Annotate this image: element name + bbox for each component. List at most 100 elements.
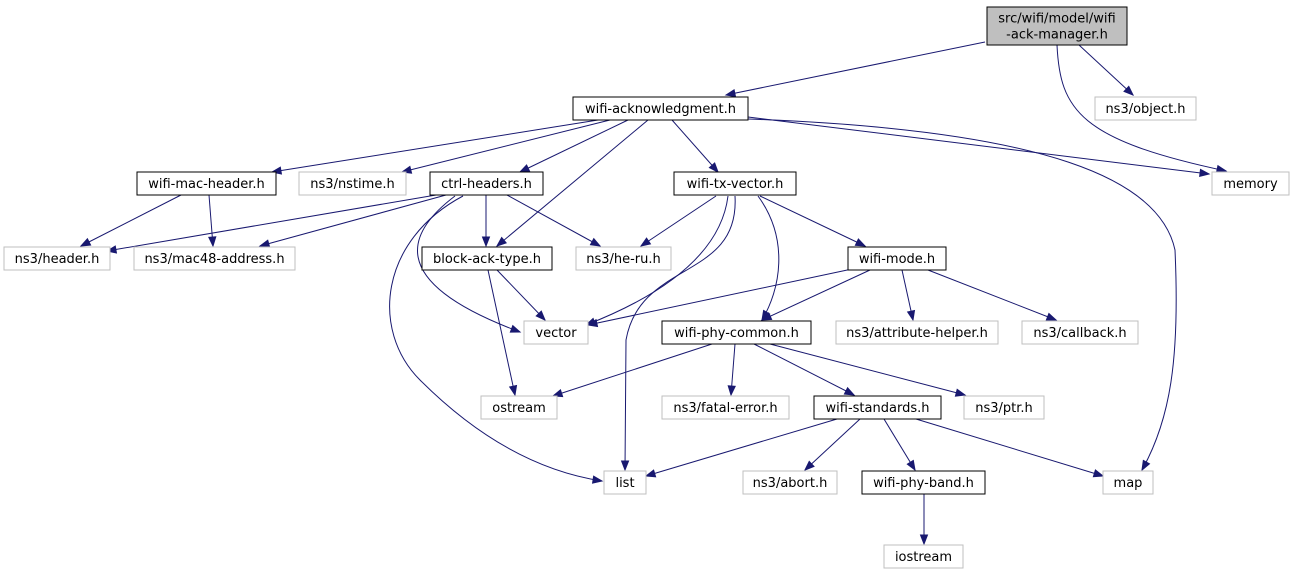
edge-line: [739, 115, 1210, 175]
edge-line: [624, 195, 736, 471]
edge-line: [389, 195, 603, 482]
edge-line: [401, 119, 611, 173]
edge-line: [417, 195, 521, 333]
edge-wifi-standards-to-list: [644, 418, 838, 478]
edge-arrowhead: [854, 238, 867, 247]
node-wifi-mode[interactable]: wifi-mode.h: [847, 246, 947, 271]
edge-arrowhead: [509, 324, 522, 333]
edge-arrowhead: [79, 237, 92, 247]
node-box: [661, 395, 790, 420]
edge-arrowhead: [727, 385, 736, 397]
node-label: ns3/callback.h: [1033, 326, 1126, 341]
edge-arrowhead: [1045, 312, 1058, 321]
edge-root-to-wifi-ack: [724, 41, 986, 98]
node-wifi-phy-common[interactable]: wifi-phy-common.h: [661, 320, 812, 345]
edge-wifi-ack-to-ctrl-headers: [518, 119, 629, 173]
node-box: [986, 6, 1128, 46]
node-box: [1102, 470, 1154, 495]
node-wifi-tx-vector[interactable]: wifi-tx-vector.h: [673, 171, 797, 196]
node-map: map: [1102, 470, 1154, 495]
node-label: memory: [1223, 177, 1278, 192]
node-box: [523, 320, 589, 345]
edge-line: [915, 418, 1104, 477]
node-ns3-fatal-error: ns3/fatal-error.h: [661, 395, 790, 420]
edge-arrowhead: [1092, 469, 1105, 478]
node-label: ns3/header.h: [15, 252, 100, 267]
node-wifi-mac-header[interactable]: wifi-mac-header.h: [136, 171, 277, 196]
node-label: wifi-acknowledgment.h: [585, 102, 736, 117]
edge-line: [496, 119, 649, 247]
edge-arrowhead: [803, 460, 815, 471]
edge-wifi-phy-common-to-ns3-ptr: [769, 343, 967, 397]
node-label: ctrl-headers.h: [441, 177, 532, 192]
edge-arrowhead: [708, 162, 719, 174]
edge-line: [552, 343, 713, 397]
node-memory: memory: [1211, 171, 1290, 196]
node-ns3-abort: ns3/abort.h: [742, 470, 838, 495]
node-box: [963, 395, 1045, 420]
node-ns3-mac48: ns3/mac48-address.h: [133, 246, 296, 271]
edge-wifi-standards-to-ns3-abort: [803, 418, 861, 471]
node-label: wifi-tx-vector.h: [687, 177, 784, 192]
node-box: [742, 470, 838, 495]
node-label: wifi-mac-header.h: [148, 177, 265, 192]
node-label: wifi-phy-common.h: [674, 326, 799, 341]
edge-line: [271, 119, 599, 173]
node-box: [835, 320, 999, 345]
node-ctrl-headers[interactable]: ctrl-headers.h: [429, 171, 544, 196]
node-label: ostream: [492, 401, 546, 416]
edge-line: [259, 194, 447, 247]
edge-wifi-mode-to-wifi-phy-common: [760, 269, 871, 321]
node-box: [421, 246, 553, 271]
edge-line: [725, 41, 986, 96]
edge-arrowhead: [724, 88, 737, 98]
edge-line: [927, 269, 1057, 321]
edge-arrowhead: [258, 239, 271, 248]
node-label: ns3/mac48-address.h: [144, 252, 284, 267]
node-list: list: [603, 470, 647, 495]
node-wifi-phy-band[interactable]: wifi-phy-band.h: [861, 470, 986, 495]
edge-wifi-mac-header-to-ns3-header: [79, 194, 182, 247]
node-wifi-ack[interactable]: wifi-acknowledgment.h: [572, 96, 749, 121]
edge-line: [769, 343, 966, 396]
edge-wifi-phy-common-to-ns3-fatal-error: [727, 343, 736, 397]
node-label: iostream: [895, 550, 952, 565]
node-box: [429, 171, 544, 196]
node-ns3-ptr: ns3/ptr.h: [963, 395, 1045, 420]
edge-wifi-phy-common-to-ostream: [551, 343, 713, 398]
node-label: map: [1114, 476, 1143, 491]
node-ostream: ostream: [480, 395, 558, 420]
edges-layer: [79, 41, 1228, 546]
edge-arrowhead: [1199, 168, 1211, 178]
node-ns3-attr-helper: ns3/attribute-helper.h: [835, 320, 999, 345]
node-iostream: iostream: [883, 544, 964, 569]
node-ns3-callback: ns3/callback.h: [1021, 320, 1139, 345]
node-label: ns3/attribute-helper.h: [846, 326, 988, 341]
edge-arrowhead: [1123, 85, 1135, 96]
edge-wifi-standards-to-wifi-phy-band: [883, 418, 916, 472]
edge-wifi-tx-vector-to-wifi-mode: [759, 195, 867, 247]
edge-arrowhead: [639, 237, 652, 247]
node-ns3-he-ru: ns3/he-ru.h: [575, 246, 672, 271]
node-wifi-standards[interactable]: wifi-standards.h: [813, 395, 942, 420]
edge-arrowhead: [508, 384, 518, 397]
node-box: [572, 96, 749, 121]
node-label: -ack-manager.h: [1006, 28, 1108, 43]
edge-line: [80, 194, 182, 247]
node-ns3-header: ns3/header.h: [3, 246, 111, 271]
edge-wifi-mode-to-ns3-attr-helper: [901, 269, 916, 322]
node-label: ns3/he-ru.h: [586, 252, 661, 267]
node-block-ack-type[interactable]: block-ack-type.h: [421, 246, 553, 271]
edge-wifi-ack-to-memory: [739, 115, 1211, 178]
edge-line: [640, 195, 717, 247]
edge-arrowhead: [495, 236, 508, 247]
edge-arrowhead: [906, 309, 916, 322]
node-label: src/wifi/model/wifi: [998, 12, 1115, 27]
edge-wifi-tx-vector-to-ns3-he-ru: [639, 195, 717, 247]
edge-arrowhead: [591, 475, 604, 484]
edge-arrowhead: [843, 386, 856, 396]
edge-root-to-ns3-object: [1078, 44, 1135, 96]
node-label: ns3/abort.h: [753, 476, 828, 491]
node-box: [847, 246, 947, 271]
edge-ctrl-headers-to-ns3-mac48: [258, 194, 447, 248]
